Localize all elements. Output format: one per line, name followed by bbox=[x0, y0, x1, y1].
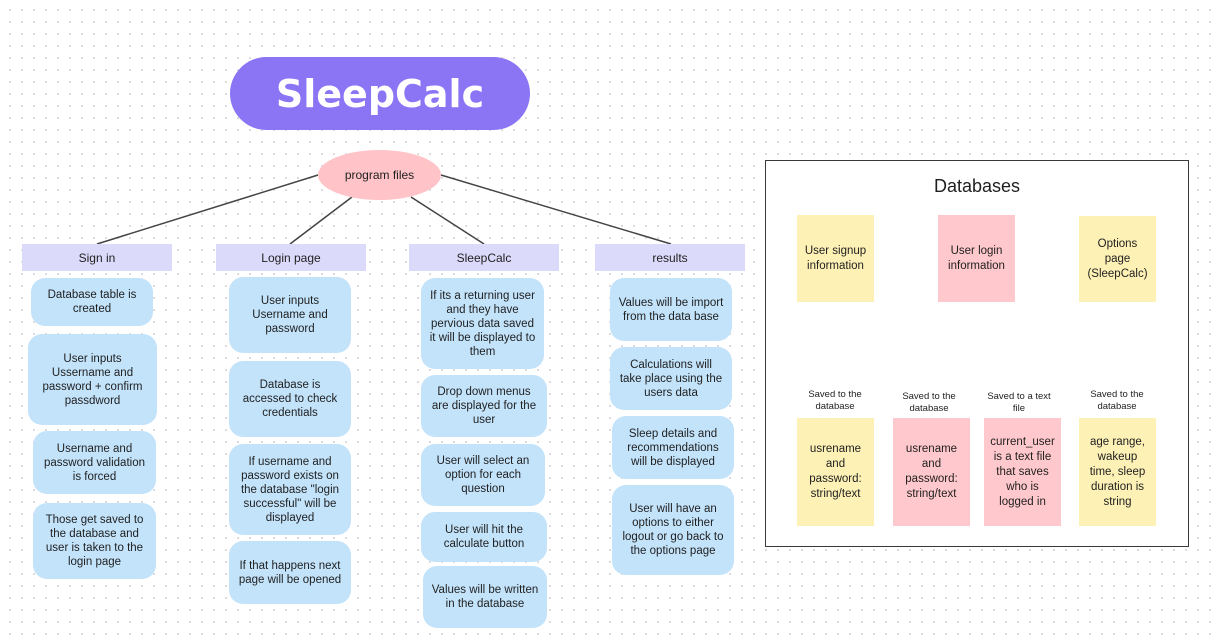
note: Those get saved to the database and user… bbox=[33, 503, 156, 579]
note: Calculations will take place using the u… bbox=[610, 347, 732, 410]
note: Database table is created bbox=[31, 278, 153, 326]
sticky-current-user-file: current_user is a text file that saves w… bbox=[984, 418, 1061, 526]
note: Database is accessed to check credential… bbox=[229, 361, 351, 437]
sticky-login-store: usrename and password: string/text bbox=[893, 418, 970, 526]
root-node: program files bbox=[318, 150, 441, 200]
note: User inputs Username and password bbox=[229, 277, 351, 353]
note: Drop down menus are displayed for the us… bbox=[421, 375, 547, 437]
note: Username and password validation is forc… bbox=[33, 431, 156, 494]
sticky-signup-store: usrename and password: string/text bbox=[797, 418, 874, 526]
connector-line bbox=[96, 174, 319, 245]
sticky-options-store: age range, wakeup time, sleep duration i… bbox=[1079, 418, 1156, 526]
connector-line bbox=[410, 196, 485, 245]
branch-header-sleepcalc: SleepCalc bbox=[409, 244, 559, 271]
branch-header-results: results bbox=[595, 244, 745, 271]
note: User inputs Ussername and password + con… bbox=[28, 334, 157, 425]
caption: Saved to a text file bbox=[987, 391, 1051, 414]
note: If username and password exists on the d… bbox=[229, 444, 351, 535]
note: Sleep details and recommendations will b… bbox=[612, 416, 734, 479]
sticky-user-signup: User signup information bbox=[797, 215, 874, 302]
note: Values will be written in the database bbox=[423, 566, 547, 628]
connector-line bbox=[440, 174, 672, 245]
note: If that happens next page will be opened bbox=[229, 541, 351, 604]
note: User will select an option for each ques… bbox=[421, 444, 545, 506]
note: User will have an options to either logo… bbox=[612, 485, 734, 575]
caption: Saved to the database bbox=[902, 391, 956, 414]
connector-line bbox=[289, 196, 353, 245]
branch-header-sign-in: Sign in bbox=[22, 244, 172, 271]
caption: Saved to the database bbox=[1090, 389, 1144, 412]
databases-title: Databases bbox=[933, 176, 1021, 196]
title-pill: SleepCalc bbox=[230, 57, 530, 130]
note: User will hit the calculate button bbox=[421, 512, 547, 562]
sticky-options-page: Options page (SleepCalc) bbox=[1079, 216, 1156, 302]
branch-header-login-page: Login page bbox=[216, 244, 366, 271]
note: Values will be import from the data base bbox=[610, 278, 732, 341]
sticky-user-login: User login information bbox=[938, 215, 1015, 302]
note: If its a returning user and they have pe… bbox=[421, 278, 544, 369]
caption: Saved to the database bbox=[808, 389, 862, 412]
